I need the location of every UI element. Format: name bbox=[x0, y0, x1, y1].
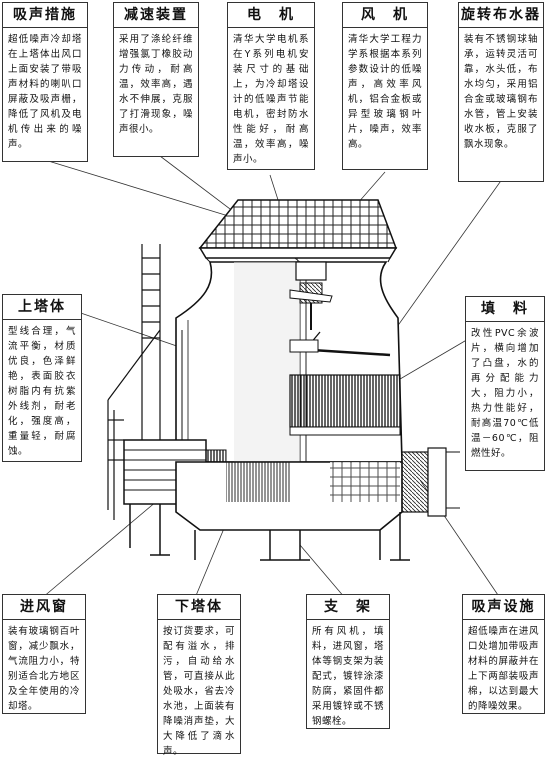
fill-media bbox=[289, 374, 401, 428]
motor-assembly bbox=[289, 261, 333, 330]
callout-text: 改性PVC余波片，横向增加了凸盘，水的再分配能力大，阻力小，热力性能好，耐高温7… bbox=[471, 328, 539, 459]
callout-title: 旋转布水器 bbox=[459, 3, 543, 28]
support-legs bbox=[129, 504, 410, 561]
callout-xuanzhuanbushuiqi: 旋转布水器 装有不锈钢球轴承，运转灵活可靠，水头低，布水均匀，采用铝合金或玻璃钢… bbox=[458, 2, 544, 182]
callout-dianji: 电 机 清华大学电机系在Y系列电机安装尺寸的基础上，为冷却塔设计的低噪声节能电机… bbox=[227, 2, 315, 170]
callout-title: 上塔体 bbox=[3, 295, 81, 320]
callout-text: 按订货要求，可配有溢水，排污，自动给水管，可直接从此处吸水，省去冷水池，上面装有… bbox=[163, 626, 235, 757]
leader-zhijia bbox=[299, 544, 346, 599]
callout-text: 采用了涤纶纤维增强氯丁橡胶动力传动，耐高温，效率高，遇水不伸展，克服了打滑现象，… bbox=[119, 34, 193, 135]
callout-title: 风 机 bbox=[343, 3, 427, 28]
callout-jiansuzhuangzhi: 减速装置 采用了涤纶纤维增强氯丁橡胶动力传动，耐高温，效率高，遇水不伸展，克服了… bbox=[113, 2, 199, 157]
callout-xishengsheshi: 吸声设施 超低噪声在进风口处增加带吸声材料的屏蔽并在上下两部装吸声棉，以达到最大… bbox=[462, 594, 545, 714]
callout-text: 装有不锈钢球轴承，运转灵活可靠，水头低，布水均匀，采用铝合金或玻璃钢布水管，管上… bbox=[464, 34, 538, 150]
callout-title: 电 机 bbox=[228, 3, 314, 28]
callout-jinfengchuang: 进风窗 装有玻璃钢百叶窗，减少飘水，气流阻力小，特别适合北方地区及全年使用的冷却… bbox=[2, 594, 86, 714]
callout-text: 超低噪声冷却塔在上塔体出风口上面安装了带吸声材料的喇叭口屏蔽及吸声栅，降低了风机… bbox=[8, 34, 82, 150]
callout-xishengcuoshi: 吸声措施 超低噪声冷却塔在上塔体出风口上面安装了带吸声材料的喇叭口屏蔽及吸声栅，… bbox=[2, 2, 88, 162]
callout-title: 吸声设施 bbox=[463, 595, 544, 620]
water-distributor bbox=[289, 331, 391, 357]
leader-jinfengchuang bbox=[41, 489, 171, 599]
callout-text: 超低噪声在进风口处增加带吸声材料的屏蔽并在上下两部装吸声棉，以达到最大的降噪效果… bbox=[468, 626, 539, 712]
callout-title: 进风窗 bbox=[3, 595, 85, 620]
callout-title: 支 架 bbox=[307, 595, 389, 620]
fan-guard-grid bbox=[198, 199, 398, 263]
callout-fengji: 风 机 清华大学工程力学系根据本系列参数设计的低噪声，高效率风机，铝合金板或异型… bbox=[342, 2, 428, 170]
callout-zhijia: 支 架 所有风机，填料，进风窗，塔体等钢支架为装配式，镀锌涂漆防腐，紧固件都采用… bbox=[306, 594, 390, 729]
callout-title: 减速装置 bbox=[114, 3, 198, 28]
callout-text: 型线合理，气流平衡，材质优良，色泽鲜艳，表面胶衣树脂内有抗紫外线剂，耐老化，强度… bbox=[8, 326, 76, 457]
callout-title: 填 料 bbox=[466, 297, 544, 322]
leader-xishengcuoshi bbox=[44, 159, 236, 219]
leader-tianliao bbox=[394, 337, 471, 383]
callout-title: 吸声措施 bbox=[3, 3, 87, 28]
callout-text: 清华大学工程力学系根据本系列参数设计的低噪声，高效率风机，铝合金板或异型玻璃钢叶… bbox=[348, 34, 422, 150]
callout-title: 下塔体 bbox=[158, 595, 240, 620]
callout-text: 所有风机，填料，进风窗，塔体等钢支架为装配式，镀锌涂漆防腐，紧固件都采用镀锌或不… bbox=[312, 626, 384, 727]
callout-text: 装有玻璃钢百叶窗，减少飘水，气流阻力小，特别适合北方地区及全年使用的冷却塔。 bbox=[8, 626, 80, 712]
callout-tianliao: 填 料 改性PVC余波片，横向增加了凸盘，水的再分配能力大，阻力小，热力性能好，… bbox=[465, 296, 545, 471]
callout-shangtati: 上塔体 型线合理，气流平衡，材质优良，色泽鲜艳，表面胶衣树脂内有抗紫外线剂，耐老… bbox=[2, 294, 82, 462]
callout-xiatati: 下塔体 按订货要求，可配有溢水，排污，自动给水管，可直接从此处吸水，省去冷水池，… bbox=[157, 594, 241, 757]
ladder bbox=[107, 244, 161, 520]
air-inlet-right bbox=[401, 447, 460, 517]
callout-text: 清华大学电机系在Y系列电机安装尺寸的基础上，为冷却塔设计的低噪声节能电机，密封防… bbox=[233, 34, 309, 165]
leader-lines bbox=[41, 155, 511, 599]
